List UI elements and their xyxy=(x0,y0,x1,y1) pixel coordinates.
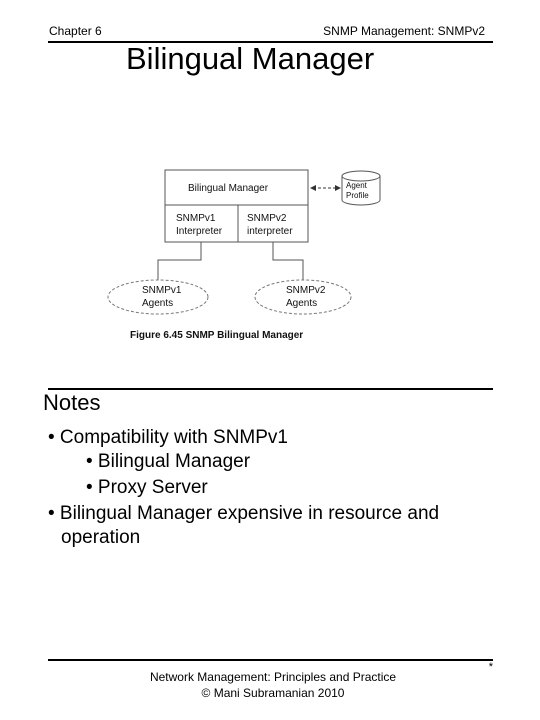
v1-agents-line2: Agents xyxy=(142,298,174,309)
agent-profile-line2: Profile xyxy=(346,191,369,200)
manager-box-label: Bilingual Manager xyxy=(188,183,269,194)
arrow-left-icon xyxy=(310,185,316,191)
v2-interpreter-label: SNMPv2 interpreter xyxy=(247,212,293,238)
profile-cylinder-body xyxy=(341,176,381,206)
manager-box xyxy=(164,169,309,243)
v1-interpreter-line2: Interpreter xyxy=(176,226,223,237)
footer-rule xyxy=(48,659,493,661)
v1-agents-label: SNMPv1 Agents xyxy=(142,284,181,310)
bilingual-manager-figure: Bilingual Manager SNMPv1 Interpreter SNM… xyxy=(100,160,400,350)
v2-connector xyxy=(272,242,304,280)
v1-agents-ellipse xyxy=(107,279,209,315)
v2-agents-ellipse xyxy=(254,279,352,315)
bullet-proxy-server: • Proxy Server xyxy=(86,477,208,498)
v2-agents-line1: SNMPv2 xyxy=(286,285,326,296)
v2-agents-line2: Agents xyxy=(286,298,318,309)
profile-cylinder-top xyxy=(341,170,381,182)
bullet-expensive-continued: operation xyxy=(61,527,141,548)
header-rule xyxy=(48,41,493,43)
v2-interpreter-line2: interpreter xyxy=(247,226,293,237)
agent-profile-line1: Agent xyxy=(346,181,367,190)
section-label: SNMP Management: SNMPv2 xyxy=(323,24,485,38)
v2-agents-label: SNMPv2 Agents xyxy=(286,284,325,310)
notes-rule xyxy=(48,388,493,390)
arrow-right-icon xyxy=(335,185,341,191)
footer-book-title: Network Management: Principles and Pract… xyxy=(149,670,397,684)
notes-heading: Notes xyxy=(43,390,101,415)
figure-lines xyxy=(107,169,381,315)
bullet-compatibility: • Compatibility with SNMPv1 xyxy=(48,427,288,448)
chapter-label: Chapter 6 xyxy=(49,24,102,38)
agent-profile-label: Agent Profile xyxy=(346,181,369,201)
slide-title: Bilingual Manager xyxy=(126,41,375,76)
v1-interpreter-label: SNMPv1 Interpreter xyxy=(176,212,222,238)
v1-connector xyxy=(157,242,202,280)
bullet-expensive: • Bilingual Manager expensive in resourc… xyxy=(48,503,440,524)
v1-agents-line1: SNMPv1 xyxy=(142,285,182,296)
footer-marker: * xyxy=(488,661,493,673)
v2-interpreter-line1: SNMPv2 xyxy=(247,213,287,224)
footer-copyright: © Mani Subramanian 2010 xyxy=(201,686,345,700)
v1-interpreter-line1: SNMPv1 xyxy=(176,213,216,224)
bullet-bilingual-manager: • Bilingual Manager xyxy=(86,451,251,472)
figure-caption: Figure 6.45 SNMP Bilingual Manager xyxy=(130,330,304,341)
